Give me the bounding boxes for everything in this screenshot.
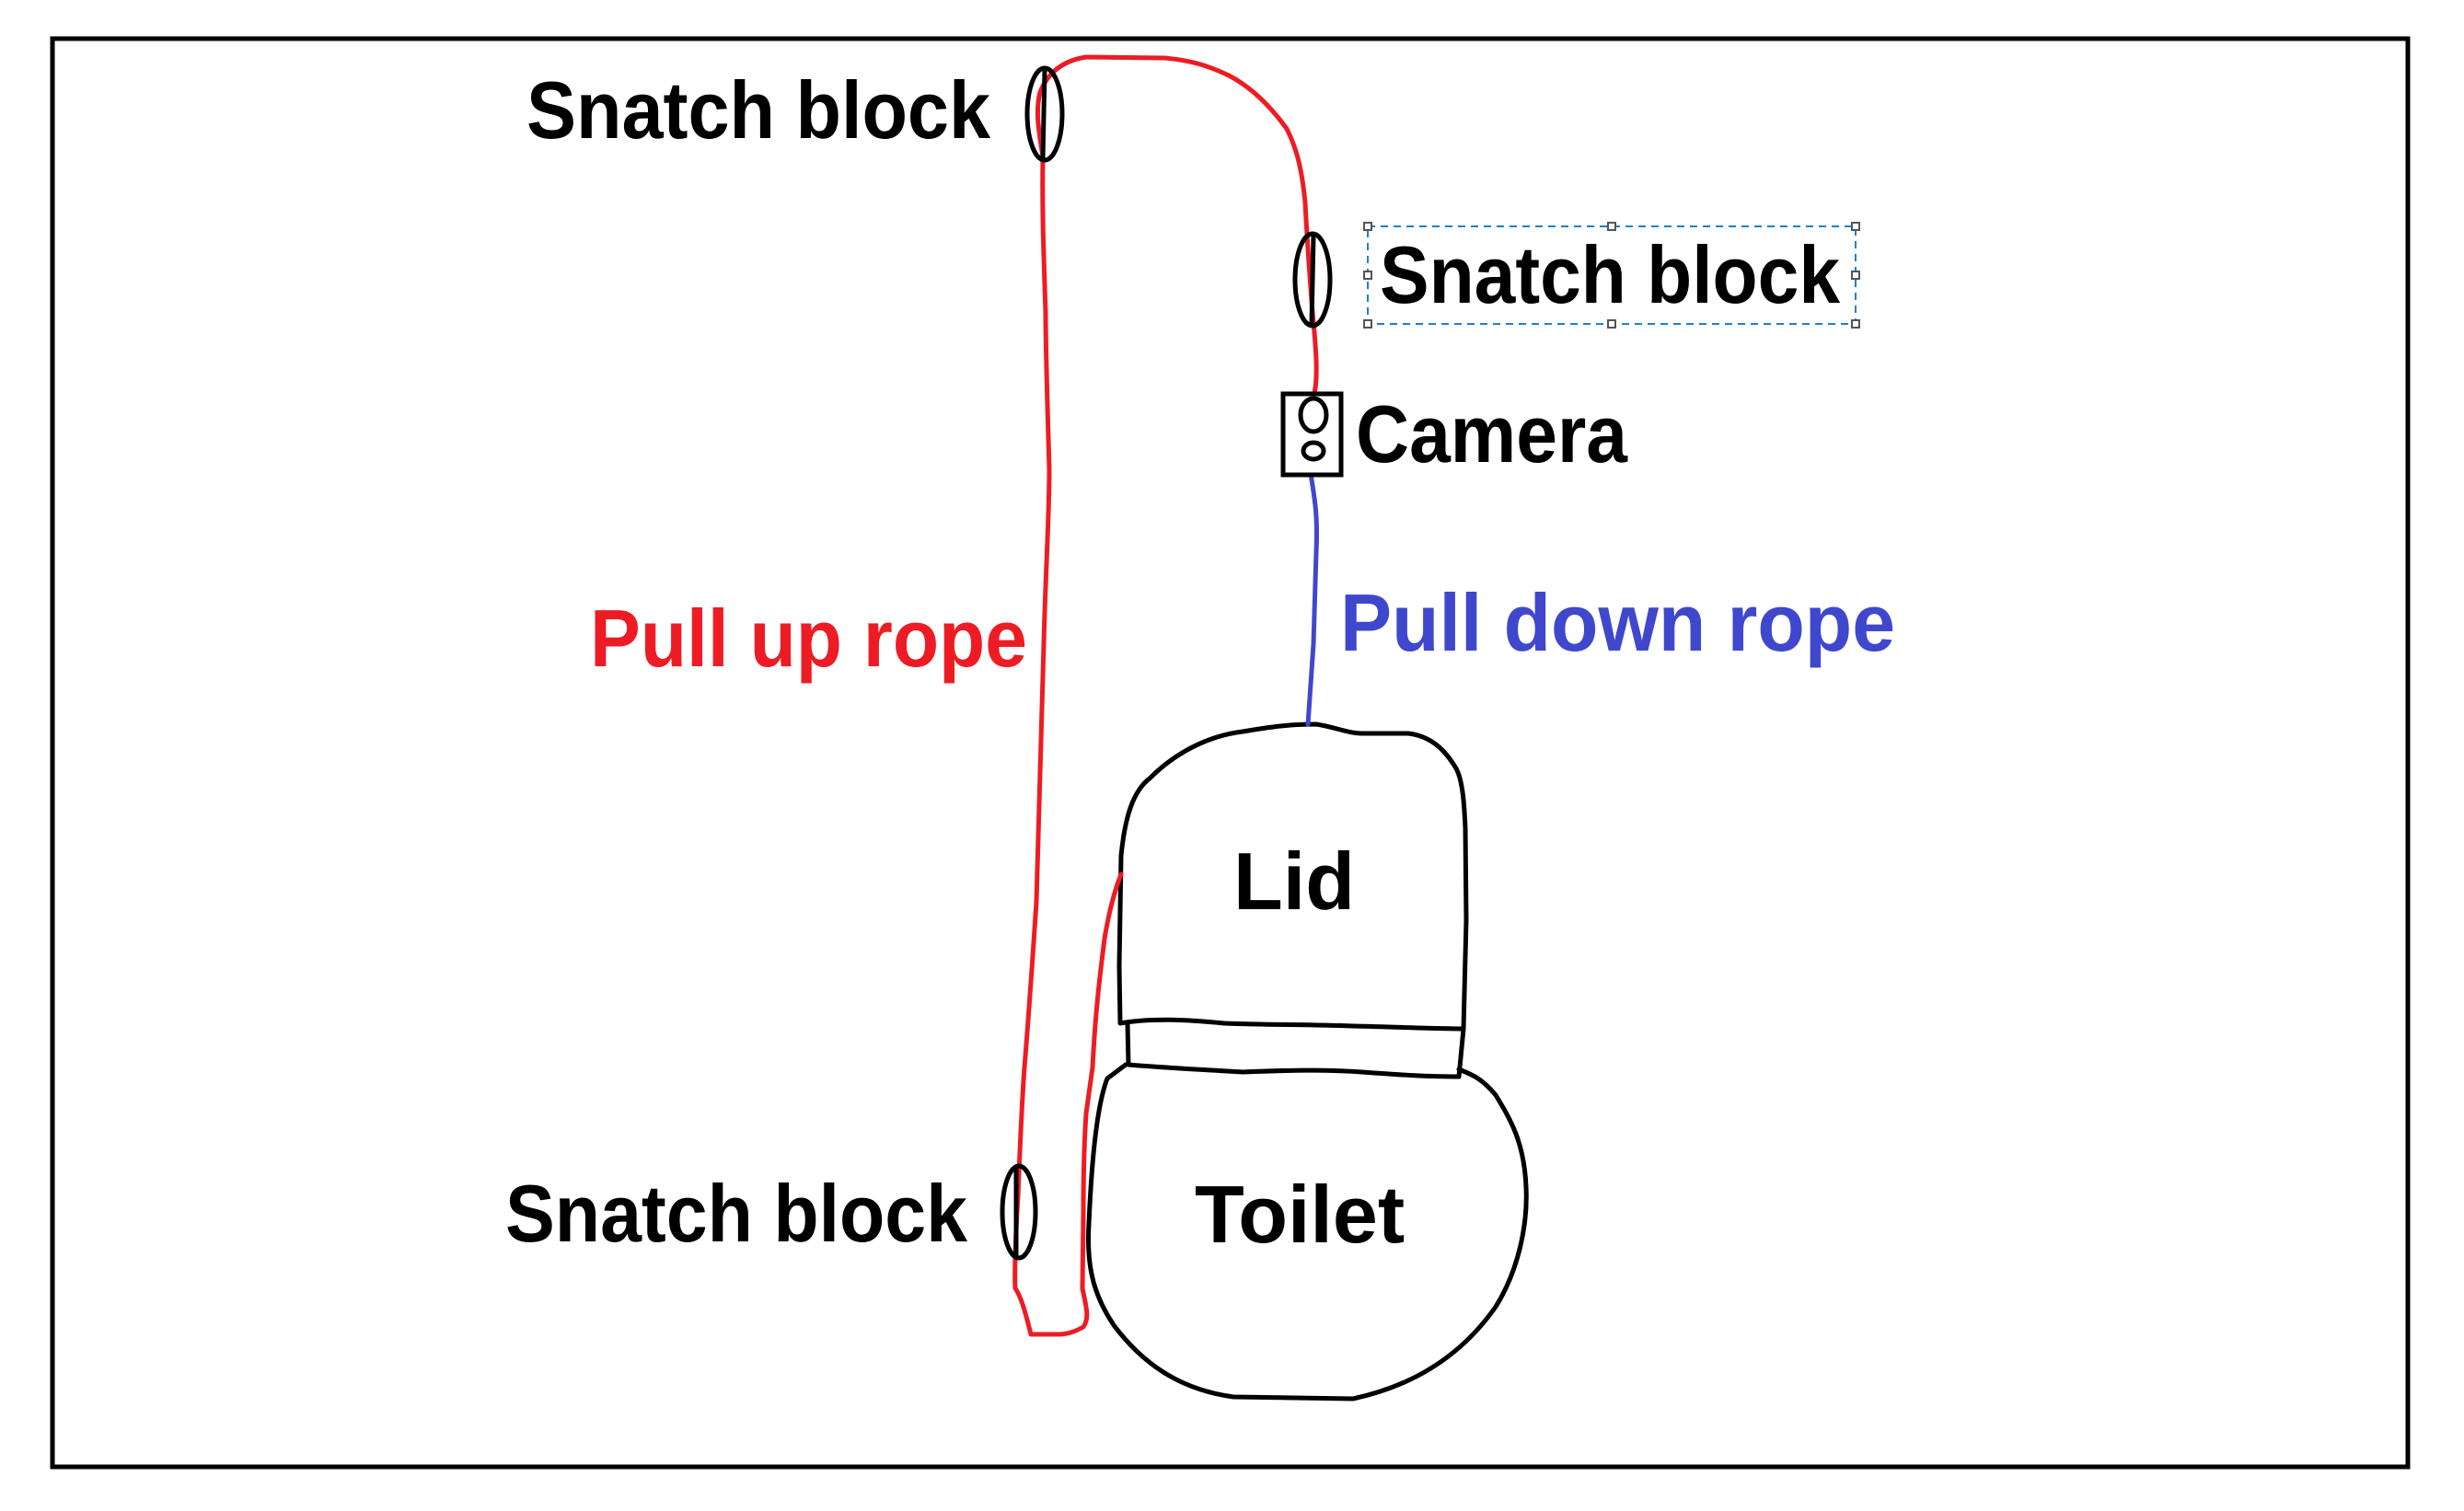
camera-icon (1280, 391, 1344, 478)
lid-label: Lid (1233, 836, 1355, 927)
snatch-block-mid-icon (1292, 231, 1333, 329)
toilet-shape (1086, 1062, 1529, 1401)
lid-shape (1116, 721, 1469, 1032)
pull-up-rope-label: Pull up rope (590, 593, 1027, 684)
diagram-frame (50, 36, 2411, 1470)
pull-down-rope-line (1305, 471, 1320, 727)
snatch-block-bottom-icon (1000, 1163, 1038, 1261)
snatch-block-bottom-label: Snatch block (505, 1168, 968, 1259)
pull-down-rope-label: Pull down rope (1340, 577, 1895, 668)
snatch-block-top-label: Snatch block (526, 64, 991, 156)
seat-band (1125, 1021, 1466, 1079)
snatch-block-top-icon (1024, 65, 1065, 163)
snatch-block-mid-label[interactable]: Snatch block (1380, 229, 1841, 320)
camera-label: Camera (1356, 388, 1628, 479)
selected-text-box[interactable]: Snatch block (1363, 222, 1860, 329)
toilet-label: Toilet (1195, 1169, 1405, 1260)
pull-up-rope-line (1012, 54, 1319, 1337)
